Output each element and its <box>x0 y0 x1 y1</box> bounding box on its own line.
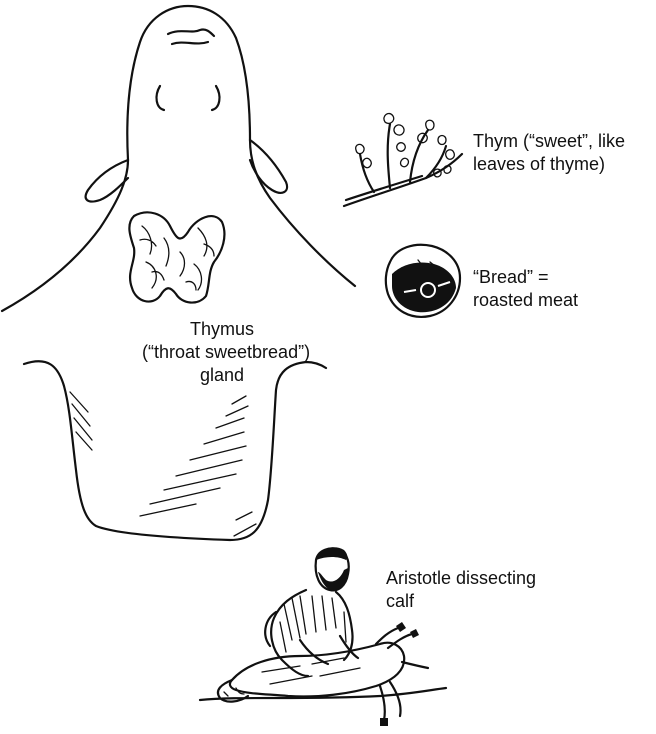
thyme-sprig-drawing <box>344 114 462 206</box>
thymus-label-line-1: Thymus <box>142 318 302 341</box>
bread-label: “Bread” = roasted meat <box>473 266 578 312</box>
calf-head-outline <box>2 6 355 311</box>
aristotle-label-line-1: Aristotle dissecting <box>386 567 536 590</box>
thymus-label: Thymus (“throat sweetbread”) gland <box>142 318 302 387</box>
roasted-meat-drawing <box>386 245 460 317</box>
thym-label: Thym (“sweet”, like leaves of thyme) <box>473 130 625 176</box>
thymus-gland-drawing <box>129 212 224 302</box>
thym-label-line-2: leaves of thyme) <box>473 153 625 176</box>
bread-label-line-1: “Bread” = <box>473 266 578 289</box>
calf-body-outline <box>24 361 326 540</box>
aristotle-label: Aristotle dissecting calf <box>386 567 536 613</box>
aristotle-label-line-2: calf <box>386 590 536 613</box>
thymus-label-line-2: (“throat sweetbread”) <box>142 341 302 364</box>
thymus-label-line-3: gland <box>142 364 302 387</box>
thym-label-line-1: Thym (“sweet”, like <box>473 130 625 153</box>
bread-label-line-2: roasted meat <box>473 289 578 312</box>
